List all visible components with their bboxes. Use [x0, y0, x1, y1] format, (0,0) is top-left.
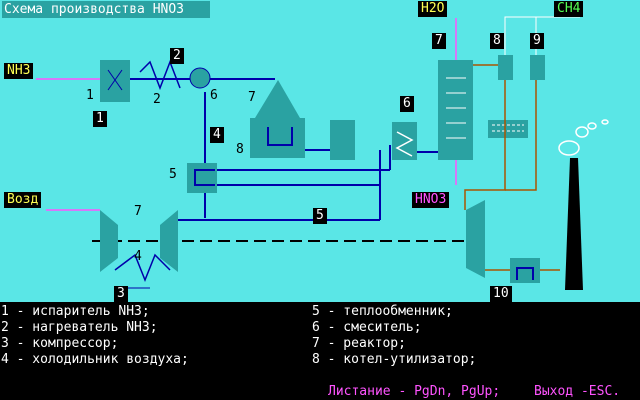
- tag-6: 6: [400, 96, 414, 112]
- ch4-line: [504, 16, 580, 60]
- heater-2: [139, 59, 181, 91]
- inline-label-7: 7: [248, 90, 256, 105]
- diagram-graphics: [36, 16, 609, 290]
- inline-label-5: 5: [169, 167, 177, 182]
- inline-label-8: 8: [236, 142, 244, 157]
- tag-7: 7: [432, 33, 446, 49]
- gas-turbine: [466, 200, 485, 278]
- inline-label-6: 6: [210, 88, 218, 103]
- ch4-label: CH4: [554, 1, 584, 17]
- smoke: [558, 119, 609, 156]
- legend-left-2: 2 - нагреватель NH3;: [1, 320, 158, 335]
- air-cooler-4: [114, 253, 171, 283]
- inline-label-2: 2: [153, 92, 161, 107]
- tag-9: 9: [530, 33, 544, 49]
- process-diagram: Схема производства HNO3 NH3 Возд H2O CH4…: [0, 0, 640, 302]
- legend-right-8: 8 - котел-утилизатор;: [312, 352, 477, 367]
- tag-10: 10: [490, 286, 512, 302]
- compressor-3: [100, 210, 118, 272]
- legend-left-1: 1 - испаритель NH3;: [1, 304, 150, 319]
- absorption-column: [438, 60, 473, 160]
- legend-left-4: 4 - холодильник воздуха;: [1, 352, 189, 367]
- tag-1: 1: [93, 111, 107, 127]
- evaporator-1: [100, 60, 130, 102]
- exit-hint[interactable]: Выход -ESC.: [534, 384, 621, 399]
- unit-8: [498, 55, 513, 80]
- inline-label-4: 4: [134, 249, 142, 264]
- inline-label-7b: 7: [134, 204, 142, 219]
- reactor-7: [255, 80, 300, 118]
- heat-exchanger-5: [187, 163, 217, 193]
- tag-2: 2: [170, 48, 184, 64]
- paging-hint[interactable]: Листание - PgDn, PgUp;: [328, 384, 501, 399]
- turbine-left: [160, 210, 178, 272]
- legend-right-5: 5 - теплообменник;: [312, 304, 453, 319]
- h2o-label: H2O: [418, 1, 448, 17]
- diagram-title: Схема производства HNO3: [2, 1, 210, 18]
- hno3-label: HNO3: [412, 192, 450, 208]
- unit-10: [510, 258, 540, 283]
- tag-3: 3: [114, 286, 128, 302]
- stack: [565, 158, 583, 290]
- legend-right-6: 6 - смеситель;: [312, 320, 422, 335]
- tag-5: 5: [313, 208, 327, 224]
- legend-right-7: 7 - реактор;: [312, 336, 406, 351]
- catalytic-unit: [488, 120, 528, 138]
- mixer-6: [189, 67, 211, 89]
- legend-panel: 1 - испаритель NH3; 2 - нагреватель NH3;…: [0, 302, 640, 400]
- air-label: Возд: [4, 192, 42, 208]
- heat-exchanger-6: [392, 122, 417, 160]
- nh3-label: NH3: [4, 63, 34, 79]
- tag-8: 8: [490, 33, 504, 49]
- tag-4: 4: [210, 127, 224, 143]
- boiler-block: [330, 120, 355, 160]
- legend-left-3: 3 - компрессор;: [1, 336, 119, 351]
- inline-label-1: 1: [86, 88, 94, 103]
- unit-9: [530, 55, 545, 80]
